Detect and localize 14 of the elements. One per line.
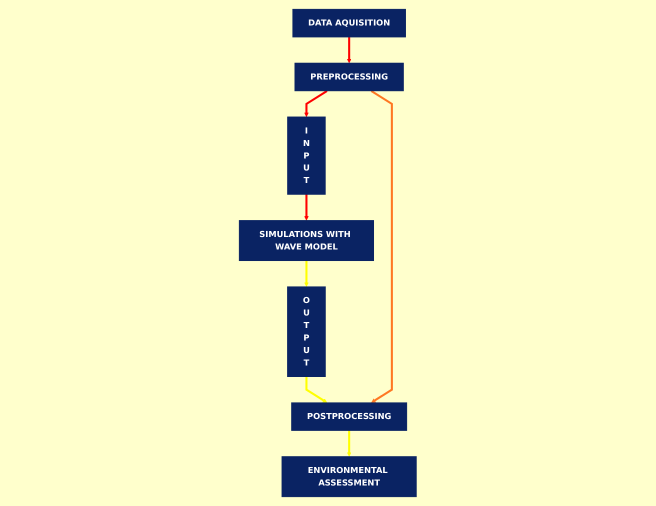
node-box: POSTPROCESSING — [291, 402, 408, 431]
arrow — [306, 376, 328, 403]
arrow — [304, 90, 328, 118]
node-box: PREPROCESSING — [294, 62, 404, 92]
arrow — [370, 90, 394, 403]
node-box: SIMULATIONS WITH WAVE MODEL — [239, 220, 374, 262]
node-box: ENVIRONMENTAL ASSESSMENT — [282, 456, 417, 498]
arrow — [304, 194, 309, 221]
node-box: DATA AQUISITION — [292, 8, 406, 38]
arrow — [347, 37, 352, 64]
node-box: INPUT — [287, 116, 326, 195]
arrow — [304, 260, 309, 287]
node-box: OUTPUT — [287, 286, 326, 377]
arrow — [347, 430, 352, 457]
